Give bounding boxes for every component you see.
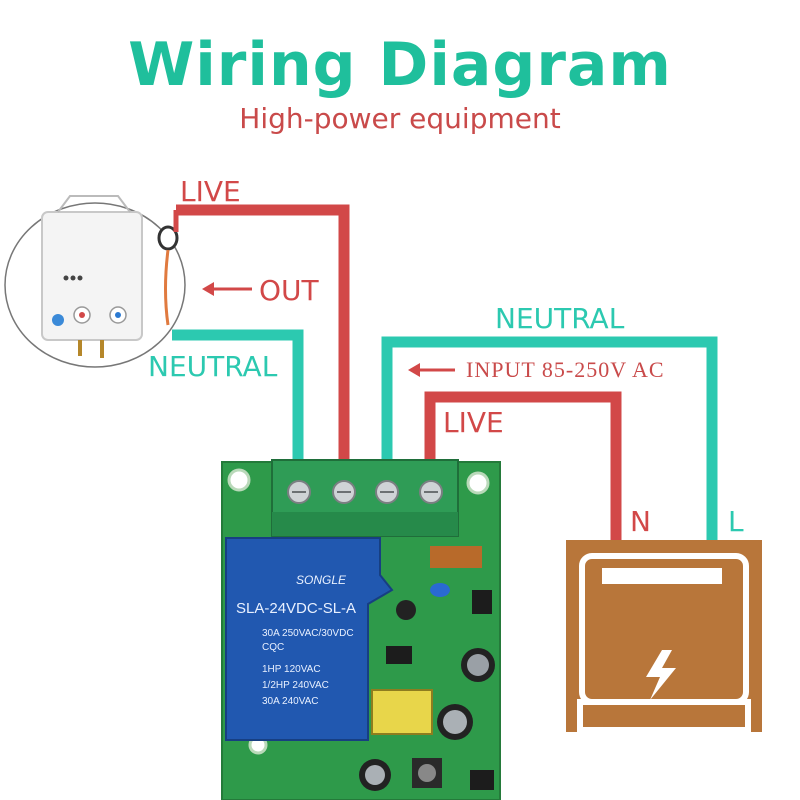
meter-n-label: N [630, 505, 651, 538]
relay-brand: SONGLE [296, 573, 347, 587]
live-top-label: LIVE [180, 175, 241, 208]
live-wire-input [424, 391, 622, 540]
relay-rating: 30A 250VAC/30VDC [262, 628, 354, 639]
page-title: Wiring Diagram [128, 30, 672, 100]
relay-model: SLA-24VDC-SL-A [236, 600, 357, 617]
water-heater-image [4, 195, 186, 368]
out-label: OUT [259, 274, 319, 307]
live-right-label: LIVE [443, 406, 504, 439]
neutral-left-label: NEUTRAL [148, 350, 278, 383]
input-voltage-label: INPUT 85-250V AC [466, 357, 665, 382]
relay-cert: CQC [262, 642, 285, 653]
relay-hp1: 1HP 120VAC [262, 664, 321, 675]
live-wire-top [176, 204, 350, 495]
input-arrow [408, 363, 455, 377]
neutral-wire-right [381, 336, 718, 540]
neutral-right-label: NEUTRAL [495, 302, 625, 335]
relay-amp: 30A 240VAC [262, 696, 319, 707]
neutral-wire-left [172, 329, 304, 495]
page-subtitle: High-power equipment [239, 102, 561, 135]
out-arrow [202, 282, 252, 296]
relay-hp2: 1/2HP 240VAC [262, 680, 329, 691]
meter-l-label: L [728, 505, 744, 538]
electric-meter-image [566, 540, 762, 733]
relay-board-image [221, 459, 501, 800]
